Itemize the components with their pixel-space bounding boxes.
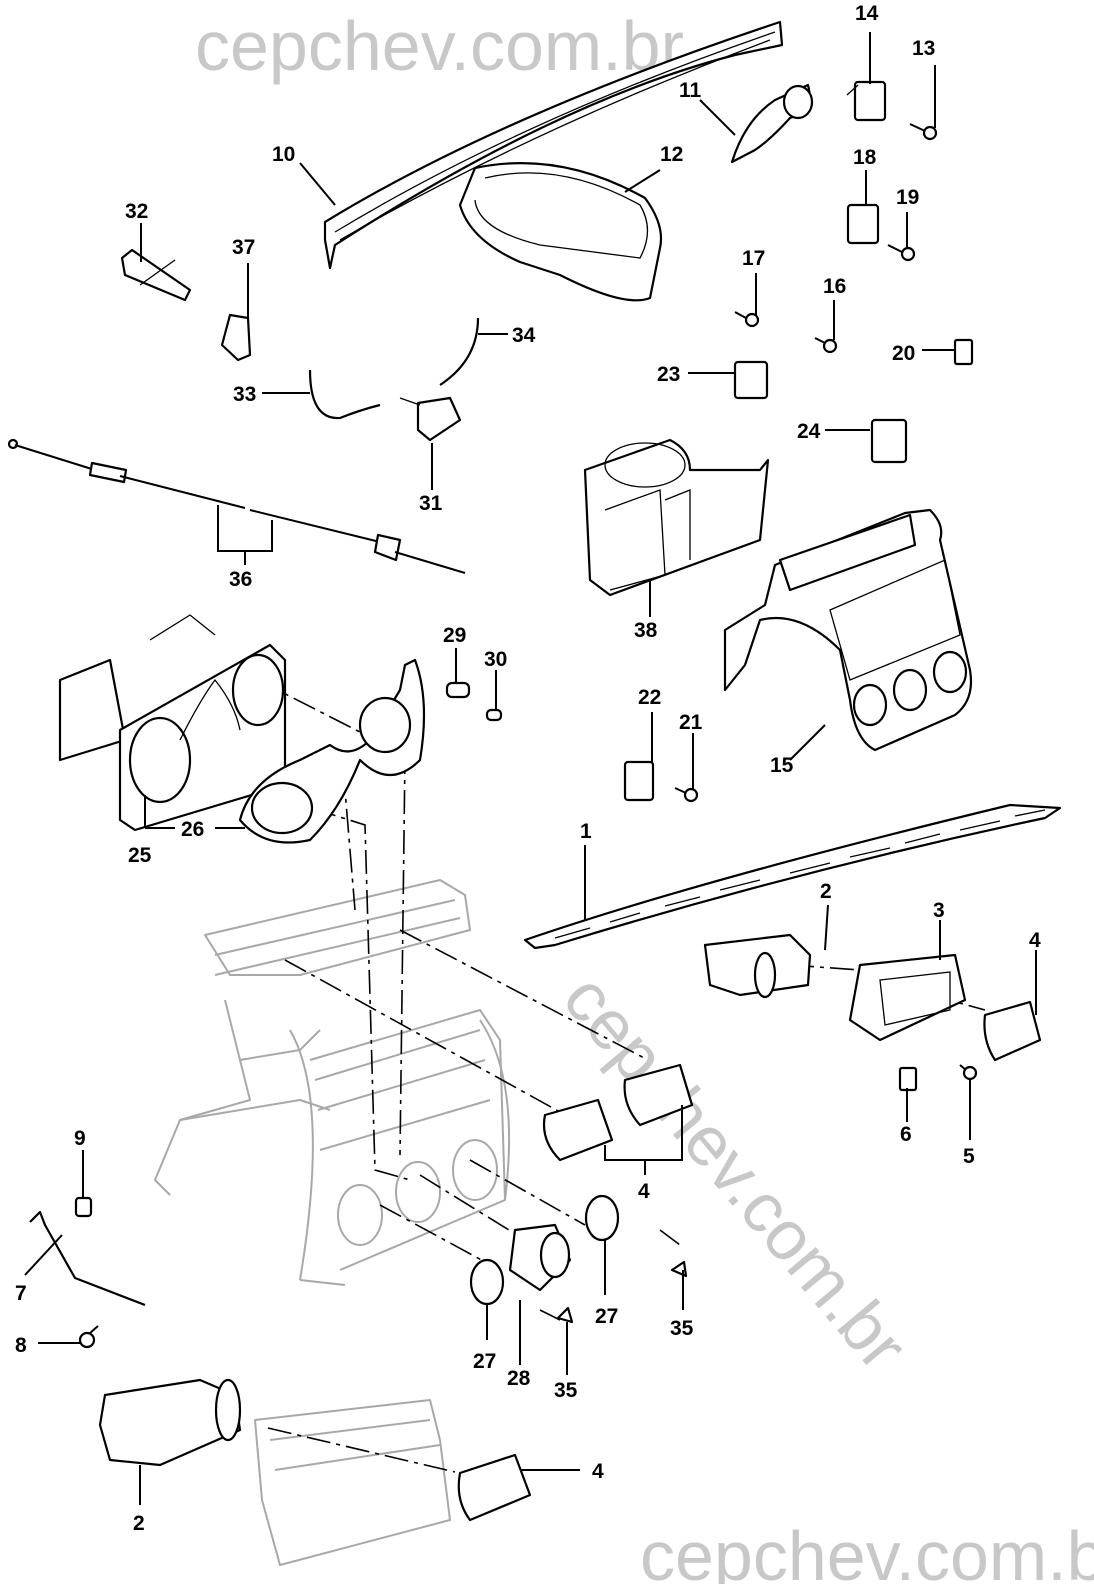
- callout-11: 11: [679, 79, 702, 102]
- part-4-vent-barrel-center-b: [623, 1063, 694, 1127]
- callout-2: 2: [820, 880, 832, 903]
- callout-34: 34: [512, 324, 536, 347]
- part-16-screw: [814, 337, 838, 354]
- part-27-knob-b: [584, 1194, 620, 1242]
- callout-8: 8: [15, 1334, 27, 1357]
- part-30-bulb: [485, 708, 503, 722]
- callouts: 1 2 2 3 4 4 4 5 6 7 8 9 10 11 12 13 14 1…: [15, 2, 1041, 1535]
- part-2-vent-housing-right: [703, 933, 812, 999]
- callout-29: 29: [443, 624, 466, 647]
- callout-31: 31: [419, 492, 443, 515]
- callout-15: 15: [770, 754, 794, 777]
- part-14-clip: [853, 80, 887, 122]
- part-10-defroster-trim: [323, 20, 784, 270]
- callout-22: 22: [638, 686, 661, 709]
- callout-6: 6: [900, 1123, 912, 1146]
- callout-16: 16: [823, 275, 846, 298]
- part-11-trim: [730, 83, 814, 164]
- part-26-control-plate: [238, 658, 426, 844]
- callout-9: 9: [74, 1127, 86, 1150]
- part-15-center-bezel: [723, 508, 973, 752]
- part-36-cable: [7, 438, 466, 574]
- part-20-nut: [953, 338, 974, 366]
- part-12-cluster-bezel: [458, 162, 663, 302]
- callout-27: 27: [473, 1350, 496, 1373]
- watermark-top: cepchev.com.br: [195, 7, 684, 85]
- part-13-screw: [909, 123, 938, 141]
- part-8-clip: [78, 1325, 99, 1349]
- callout-4: 4: [592, 1460, 604, 1483]
- part-28-knob: [508, 1223, 572, 1292]
- part-29-socket: [445, 681, 471, 699]
- callout-24: 24: [797, 420, 821, 443]
- part-4-vent-barrel-bottom: [457, 1453, 532, 1522]
- part-22-clip: [623, 760, 655, 802]
- callout-27: 27: [595, 1305, 618, 1328]
- part-21-screw: [674, 787, 699, 803]
- callout-20: 20: [892, 342, 915, 365]
- part-5-screw: [959, 1064, 978, 1081]
- callout-4: 4: [638, 1180, 650, 1203]
- callout-38: 38: [634, 619, 658, 642]
- callout-36: 36: [229, 568, 252, 591]
- callout-28: 28: [507, 1367, 531, 1390]
- part-1-vent-strip: [523, 803, 1062, 950]
- part-23-switch: [733, 360, 769, 400]
- ghost-dashboard: [154, 879, 511, 1566]
- part-9-nut: [74, 1196, 93, 1218]
- part-25-heater-control: [58, 614, 287, 832]
- callout-33: 33: [233, 383, 256, 406]
- part-4-vent-barrel-center-a: [542, 1098, 614, 1162]
- part-18-clip: [846, 203, 880, 245]
- part-19-screw: [887, 244, 916, 262]
- callout-17: 17: [742, 247, 765, 270]
- small-fasteners: [74, 80, 978, 1349]
- callout-5: 5: [963, 1145, 975, 1168]
- callout-18: 18: [853, 146, 877, 169]
- callout-23: 23: [657, 363, 680, 386]
- part-33-hose: [308, 369, 381, 420]
- part-2-vent-housing-left: [98, 1378, 242, 1467]
- callout-25: 25: [128, 844, 152, 867]
- callout-10: 10: [272, 143, 295, 166]
- callout-21: 21: [679, 711, 703, 734]
- callout-4: 4: [1029, 929, 1041, 952]
- part-35-screw-b: [556, 1306, 574, 1324]
- callout-7: 7: [15, 1282, 27, 1305]
- callout-26: 26: [181, 818, 204, 841]
- callout-3: 3: [933, 899, 945, 922]
- part-24-switch: [870, 418, 908, 464]
- callout-30: 30: [484, 648, 507, 671]
- part-27-knob-a: [469, 1258, 505, 1306]
- leader-lines: [24, 32, 1037, 1505]
- part-38-trim-panel: [583, 438, 770, 597]
- callout-14: 14: [855, 2, 879, 25]
- callout-35: 35: [554, 1379, 578, 1402]
- part-31-switch: [399, 396, 462, 442]
- part-4-vent-barrel-right: [983, 1000, 1042, 1062]
- callout-37: 37: [232, 236, 255, 259]
- part-32-switch: [120, 248, 192, 302]
- callout-13: 13: [912, 37, 935, 60]
- part-6-nut: [898, 1066, 918, 1092]
- part-17-screw: [734, 311, 760, 328]
- callout-32: 32: [125, 200, 148, 223]
- watermark-bottom: cepchev.com.br: [640, 1517, 1094, 1584]
- callout-1: 1: [580, 820, 592, 843]
- part-7-rod: [29, 1210, 146, 1307]
- part-37-clip: [220, 313, 252, 362]
- part-3-vent-housing: [848, 953, 967, 1042]
- part-34-hose: [439, 317, 480, 386]
- callout-19: 19: [896, 186, 919, 209]
- callout-12: 12: [660, 143, 683, 166]
- callout-2: 2: [133, 1512, 145, 1535]
- callout-35: 35: [670, 1317, 694, 1340]
